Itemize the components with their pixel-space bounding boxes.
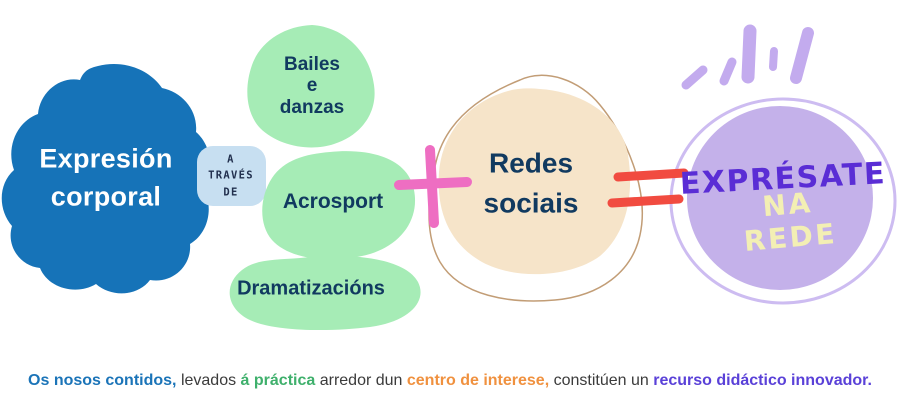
acrosport-label: Acrosport bbox=[282, 190, 384, 213]
dramatizacions-label: Dramatizacións bbox=[237, 277, 385, 300]
footer-segment-practica: á práctica bbox=[240, 372, 316, 389]
equals-icon bbox=[607, 168, 689, 208]
acrosport-blob bbox=[262, 151, 416, 260]
footer-segment-centro-interese: centro de interese, bbox=[406, 372, 550, 389]
redes-sociais-label: Redes sociais bbox=[483, 147, 579, 218]
a-traves-de-badge bbox=[197, 146, 266, 206]
bailes-e-danzas-label: Bailes e danzas bbox=[279, 54, 345, 118]
footer-segment-recurso: recurso didáctico innovador. bbox=[653, 372, 872, 389]
expresion-corporal-blob bbox=[1, 64, 210, 294]
burst-rays-icon bbox=[681, 24, 814, 90]
expresate-blob bbox=[687, 106, 873, 290]
na-rede-label: NA REDE bbox=[742, 185, 839, 258]
redes-blob bbox=[438, 88, 631, 275]
redes-outline-blob bbox=[428, 74, 644, 302]
a-traves-de-label: A TRAVÉS DE bbox=[208, 153, 254, 199]
bailes-blob bbox=[247, 25, 375, 148]
expresion-corporal-label: Expresión corporal bbox=[39, 143, 173, 212]
footer-sentence: Os nosos contidos, levados á práctica ar… bbox=[0, 372, 900, 390]
plus-icon bbox=[394, 145, 472, 228]
footer-segment-constituen: constitúen un bbox=[549, 372, 654, 389]
footer-segment-contidos: Os nosos contidos, bbox=[28, 372, 177, 389]
footer-segment-arredor: arredor dun bbox=[315, 372, 407, 389]
dramatizacions-blob bbox=[229, 255, 421, 331]
footer-segment-levados: levados bbox=[176, 372, 241, 389]
